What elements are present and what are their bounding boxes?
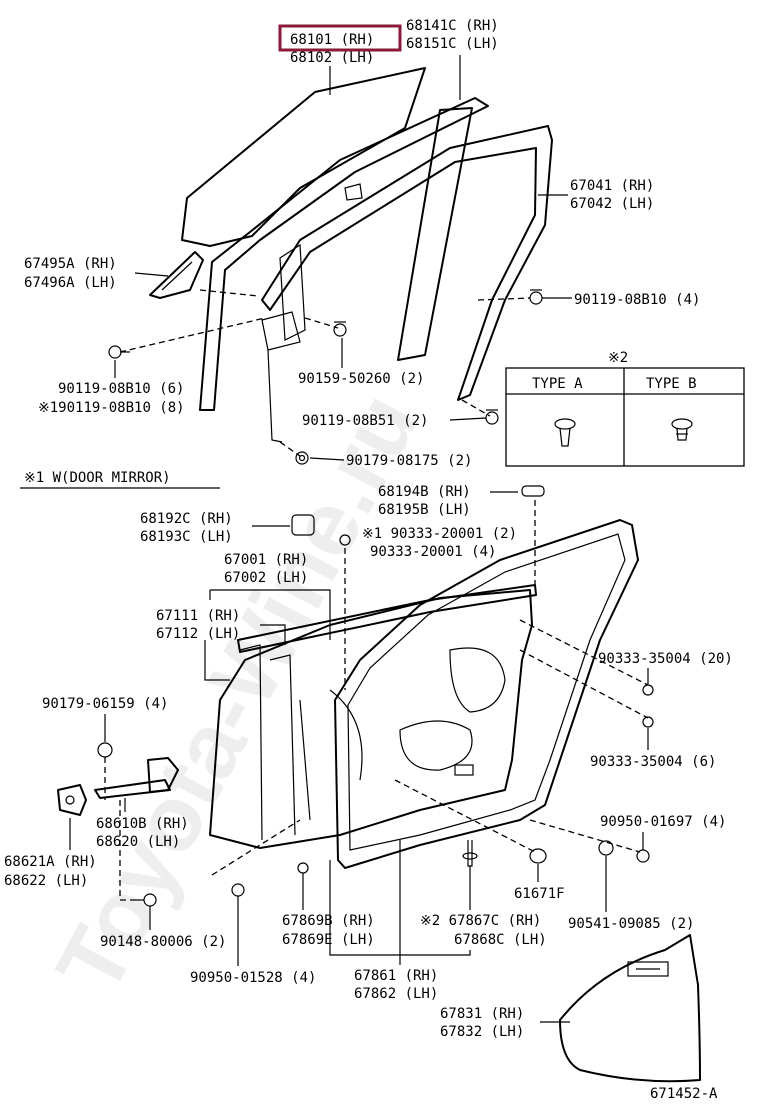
label-90950-01528: 90950-01528 (4) xyxy=(190,970,316,986)
label-67869e: 67869E (LH) xyxy=(282,932,375,948)
bolt-icon xyxy=(108,345,130,359)
hole-plug-icon xyxy=(339,534,351,546)
label-90148-80006: 90148-80006 (2) xyxy=(100,934,226,950)
label-68620: 68620 (LH) xyxy=(96,834,180,850)
label-67112: 67112 (LH) xyxy=(156,626,240,642)
label-67002: 67002 (LH) xyxy=(224,570,308,586)
label-67496a: 67496A (LH) xyxy=(24,275,117,291)
bolt-icon xyxy=(529,289,543,305)
clip-icon xyxy=(297,862,309,882)
clip-icon xyxy=(462,840,478,867)
label-67832: 67832 (LH) xyxy=(440,1024,524,1040)
label-90333-35004-20: 90333-35004 (20) xyxy=(598,651,733,667)
label-90541-09085: 90541-09085 (2) xyxy=(568,916,694,932)
note2-label: ※2 xyxy=(608,350,628,366)
label-90333-35004-6: 90333-35004 (6) xyxy=(590,754,716,770)
nut-icon xyxy=(295,451,309,465)
hole-plug-icon xyxy=(642,716,654,728)
cushion-icon xyxy=(598,840,614,856)
label-68622: 68622 (LH) xyxy=(4,873,88,889)
label-67495a: 67495A (RH) xyxy=(24,256,117,272)
label-67831: 67831 (RH) xyxy=(440,1006,524,1022)
glass-run-channel xyxy=(199,97,489,411)
label-90179-06159: 90179-06159 (4) xyxy=(42,696,168,712)
label-67867c: ※2 67867C (RH) xyxy=(420,913,541,929)
label-68194b: 68194B (RH) xyxy=(378,484,471,500)
hole-plug-icon xyxy=(642,684,654,696)
bolt-icon xyxy=(333,321,347,337)
window-frame xyxy=(261,125,553,443)
stopper-icon xyxy=(291,514,315,536)
hole-cover-icon xyxy=(529,848,547,864)
outer-belt-molding xyxy=(237,584,537,653)
label-67869b: 67869B (RH) xyxy=(282,913,375,929)
note1-label: ※1 W(DOOR MIRROR) xyxy=(24,470,171,486)
label-68101: 68101 (RH) xyxy=(290,32,374,48)
clip-type-b-icon xyxy=(671,418,693,441)
label-67001: 67001 (RH) xyxy=(224,552,308,568)
label-68195b: 68195B (LH) xyxy=(378,502,471,518)
label-90119-08b10-8: ※190119-08B10 (8) xyxy=(38,400,185,416)
label-90179-08175: 90179-08175 (2) xyxy=(346,453,472,469)
highlight-box xyxy=(278,24,402,52)
label-68193c: 68193C (LH) xyxy=(140,529,233,545)
label-68141c: 68141C (RH) xyxy=(406,18,499,34)
label-67862: 67862 (LH) xyxy=(354,986,438,1002)
door-glass xyxy=(181,67,426,247)
label-90950-01697: 90950-01697 (4) xyxy=(600,814,726,830)
label-90119-08b10-6: 90119-08B10 (6) xyxy=(58,381,184,397)
label-90333-20001-2: ※1 90333-20001 (2) xyxy=(362,526,517,542)
door-hinge xyxy=(57,784,87,816)
door-check xyxy=(94,742,179,799)
label-67861: 67861 (RH) xyxy=(354,968,438,984)
bolt-icon xyxy=(485,409,499,425)
diagram-reference: 671452-A xyxy=(650,1086,718,1102)
clip-type-table: ※2 TYPE A TYPE B xyxy=(505,350,745,467)
nut-icon xyxy=(231,883,245,897)
label-68151c: 68151C (LH) xyxy=(406,36,499,52)
label-90119-08b10-4: 90119-08B10 (4) xyxy=(574,292,700,308)
service-hole-cover xyxy=(559,934,701,1083)
label-67111: 67111 (RH) xyxy=(156,608,240,624)
type-b-header: TYPE B xyxy=(646,376,697,392)
clip-type-a-icon xyxy=(554,418,576,447)
cover-icon xyxy=(521,485,545,497)
label-67042: 67042 (LH) xyxy=(570,196,654,212)
label-90333-20001-4: 90333-20001 (4) xyxy=(370,544,496,560)
label-90159-50260: 90159-50260 (2) xyxy=(298,371,424,387)
label-90119-08b51: 90119-08B51 (2) xyxy=(302,413,428,429)
label-68621a: 68621A (RH) xyxy=(4,854,97,870)
label-61671f: 61671F xyxy=(514,886,565,902)
door-panel xyxy=(209,589,533,849)
label-68102: 68102 (LH) xyxy=(290,50,374,66)
label-68192c: 68192C (RH) xyxy=(140,511,233,527)
label-68610b: 68610B (RH) xyxy=(96,816,189,832)
corner-piece xyxy=(149,251,204,299)
type-a-header: TYPE A xyxy=(532,376,583,392)
door-weatherstrip xyxy=(334,519,639,869)
label-67041: 67041 (RH) xyxy=(570,178,654,194)
label-67868c: 67868C (LH) xyxy=(454,932,547,948)
